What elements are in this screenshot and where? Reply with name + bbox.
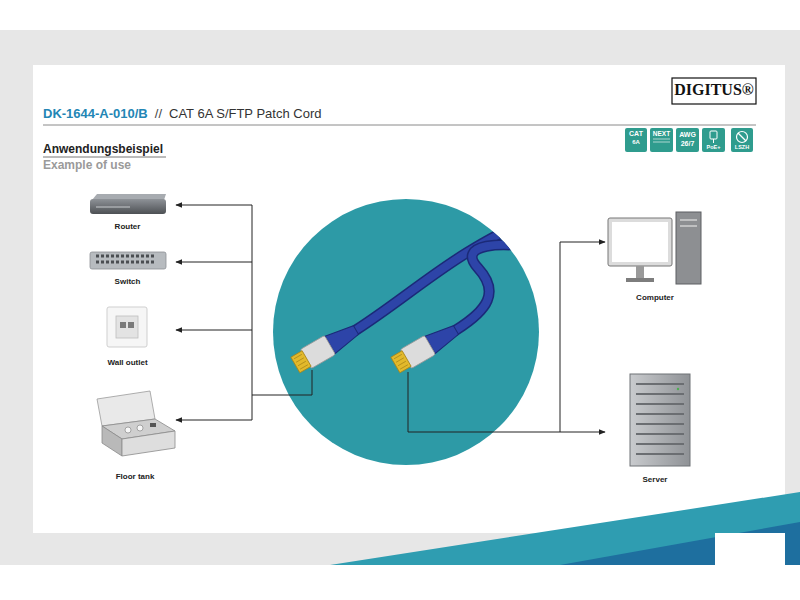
tank-side bbox=[102, 426, 122, 456]
icon-label: CAT bbox=[625, 130, 647, 137]
feature-icons bbox=[625, 128, 753, 152]
switch-ports bbox=[96, 256, 154, 262]
floor-tank-icon bbox=[97, 391, 175, 456]
tank-socket bbox=[150, 423, 156, 427]
server-bays bbox=[636, 384, 684, 454]
leader-line bbox=[408, 372, 560, 432]
outlet-insert bbox=[116, 316, 138, 338]
leader-arrow bbox=[176, 420, 252, 421]
device-label: Router bbox=[115, 223, 141, 232]
patch-cord bbox=[290, 224, 545, 374]
section-heading: Anwendungsbeispiel bbox=[43, 143, 163, 156]
decor-stripe bbox=[560, 522, 800, 565]
monitor-stand bbox=[626, 278, 654, 282]
outlet-port bbox=[128, 322, 134, 328]
device-node: Computer bbox=[600, 208, 710, 303]
cable bbox=[456, 245, 545, 330]
device-node: Switch bbox=[80, 247, 175, 287]
rj45-plug bbox=[390, 320, 462, 374]
monitor-stand bbox=[636, 266, 644, 278]
plug-symbol bbox=[710, 131, 717, 139]
router-detail bbox=[96, 207, 130, 208]
cable-outline bbox=[456, 245, 545, 330]
device-label: Floor tank bbox=[116, 473, 155, 482]
server-body bbox=[630, 374, 690, 466]
icon-label: NEXT bbox=[650, 131, 673, 138]
plug-contacts bbox=[394, 354, 408, 369]
device-node: Server bbox=[610, 370, 700, 485]
switch-body bbox=[90, 252, 166, 269]
leader-arrow bbox=[176, 205, 252, 206]
page-band bbox=[0, 30, 800, 565]
tank-front bbox=[122, 431, 175, 456]
icon-tile bbox=[676, 128, 699, 152]
section-subheading: Example of use bbox=[43, 159, 131, 172]
icon-tile bbox=[702, 128, 725, 152]
icon-tile bbox=[625, 128, 647, 152]
header-rule bbox=[43, 125, 756, 126]
monitor bbox=[608, 218, 672, 266]
icon-detail bbox=[653, 142, 670, 143]
product-title: CAT 6A S/FTP Patch Cord bbox=[169, 106, 321, 121]
device-label: Computer bbox=[636, 294, 674, 303]
plug-contacts bbox=[294, 354, 308, 369]
outlet-plate bbox=[107, 307, 147, 347]
header-row: DK-1644-A-010/B // CAT 6A S/FTP Patch Cord bbox=[43, 106, 321, 121]
pc-tower bbox=[676, 212, 701, 284]
leader-arrow bbox=[560, 242, 605, 243]
wall-outlet-icon bbox=[107, 307, 147, 347]
device-label: Wall outlet bbox=[107, 359, 147, 368]
icon-label: LSZH bbox=[731, 145, 753, 151]
pc-tower-detail bbox=[680, 225, 697, 227]
leader-line bbox=[560, 242, 561, 432]
device-node: Wall outlet bbox=[80, 303, 175, 368]
tank-socket bbox=[125, 427, 131, 433]
switch-icon bbox=[90, 252, 166, 269]
outlet-port bbox=[120, 322, 126, 328]
device-label: Switch bbox=[115, 278, 141, 287]
plug-contacts bbox=[391, 351, 411, 373]
decor-stripe bbox=[330, 492, 800, 565]
server-icon bbox=[630, 374, 690, 466]
device-label: Server bbox=[643, 476, 668, 485]
device-node: Floor tank bbox=[85, 386, 185, 482]
leader-arrow bbox=[560, 432, 605, 433]
heading-rule bbox=[43, 157, 166, 158]
tank-socket bbox=[137, 425, 143, 431]
router-icon bbox=[90, 194, 166, 214]
icon-label: PoE+ bbox=[702, 145, 725, 151]
pc-tower-detail bbox=[680, 219, 697, 221]
rj45-plug bbox=[290, 320, 362, 374]
computer-icon bbox=[608, 212, 701, 284]
leader-line bbox=[252, 205, 253, 420]
brand-logo: DIGITUS® bbox=[672, 82, 756, 99]
plug-contacts bbox=[291, 351, 311, 373]
device-node: Router bbox=[80, 190, 175, 232]
monitor-screen bbox=[612, 222, 668, 262]
leader-arrow bbox=[176, 330, 252, 331]
icon-label: 26/7 bbox=[676, 140, 699, 147]
server-led bbox=[677, 388, 679, 390]
router-body bbox=[90, 199, 166, 214]
cable-outline bbox=[356, 224, 545, 330]
logo-frame bbox=[672, 78, 756, 104]
icon-tile bbox=[731, 128, 753, 152]
separator: // bbox=[155, 106, 162, 121]
product-code: DK-1644-A-010/B bbox=[43, 106, 148, 121]
leader-lines bbox=[176, 205, 605, 432]
icon-label: AWG bbox=[676, 131, 699, 138]
icon-label: 6A bbox=[625, 139, 647, 145]
icon-detail bbox=[653, 139, 670, 140]
lszh-symbol bbox=[737, 132, 748, 143]
leader-arrow bbox=[176, 262, 252, 263]
cable bbox=[356, 224, 545, 330]
leader-line bbox=[252, 370, 312, 395]
lszh-symbol bbox=[738, 133, 746, 141]
plug-symbol bbox=[713, 139, 714, 143]
content-card bbox=[33, 65, 785, 533]
corner-block bbox=[715, 533, 785, 565]
icon-tile bbox=[650, 128, 673, 152]
